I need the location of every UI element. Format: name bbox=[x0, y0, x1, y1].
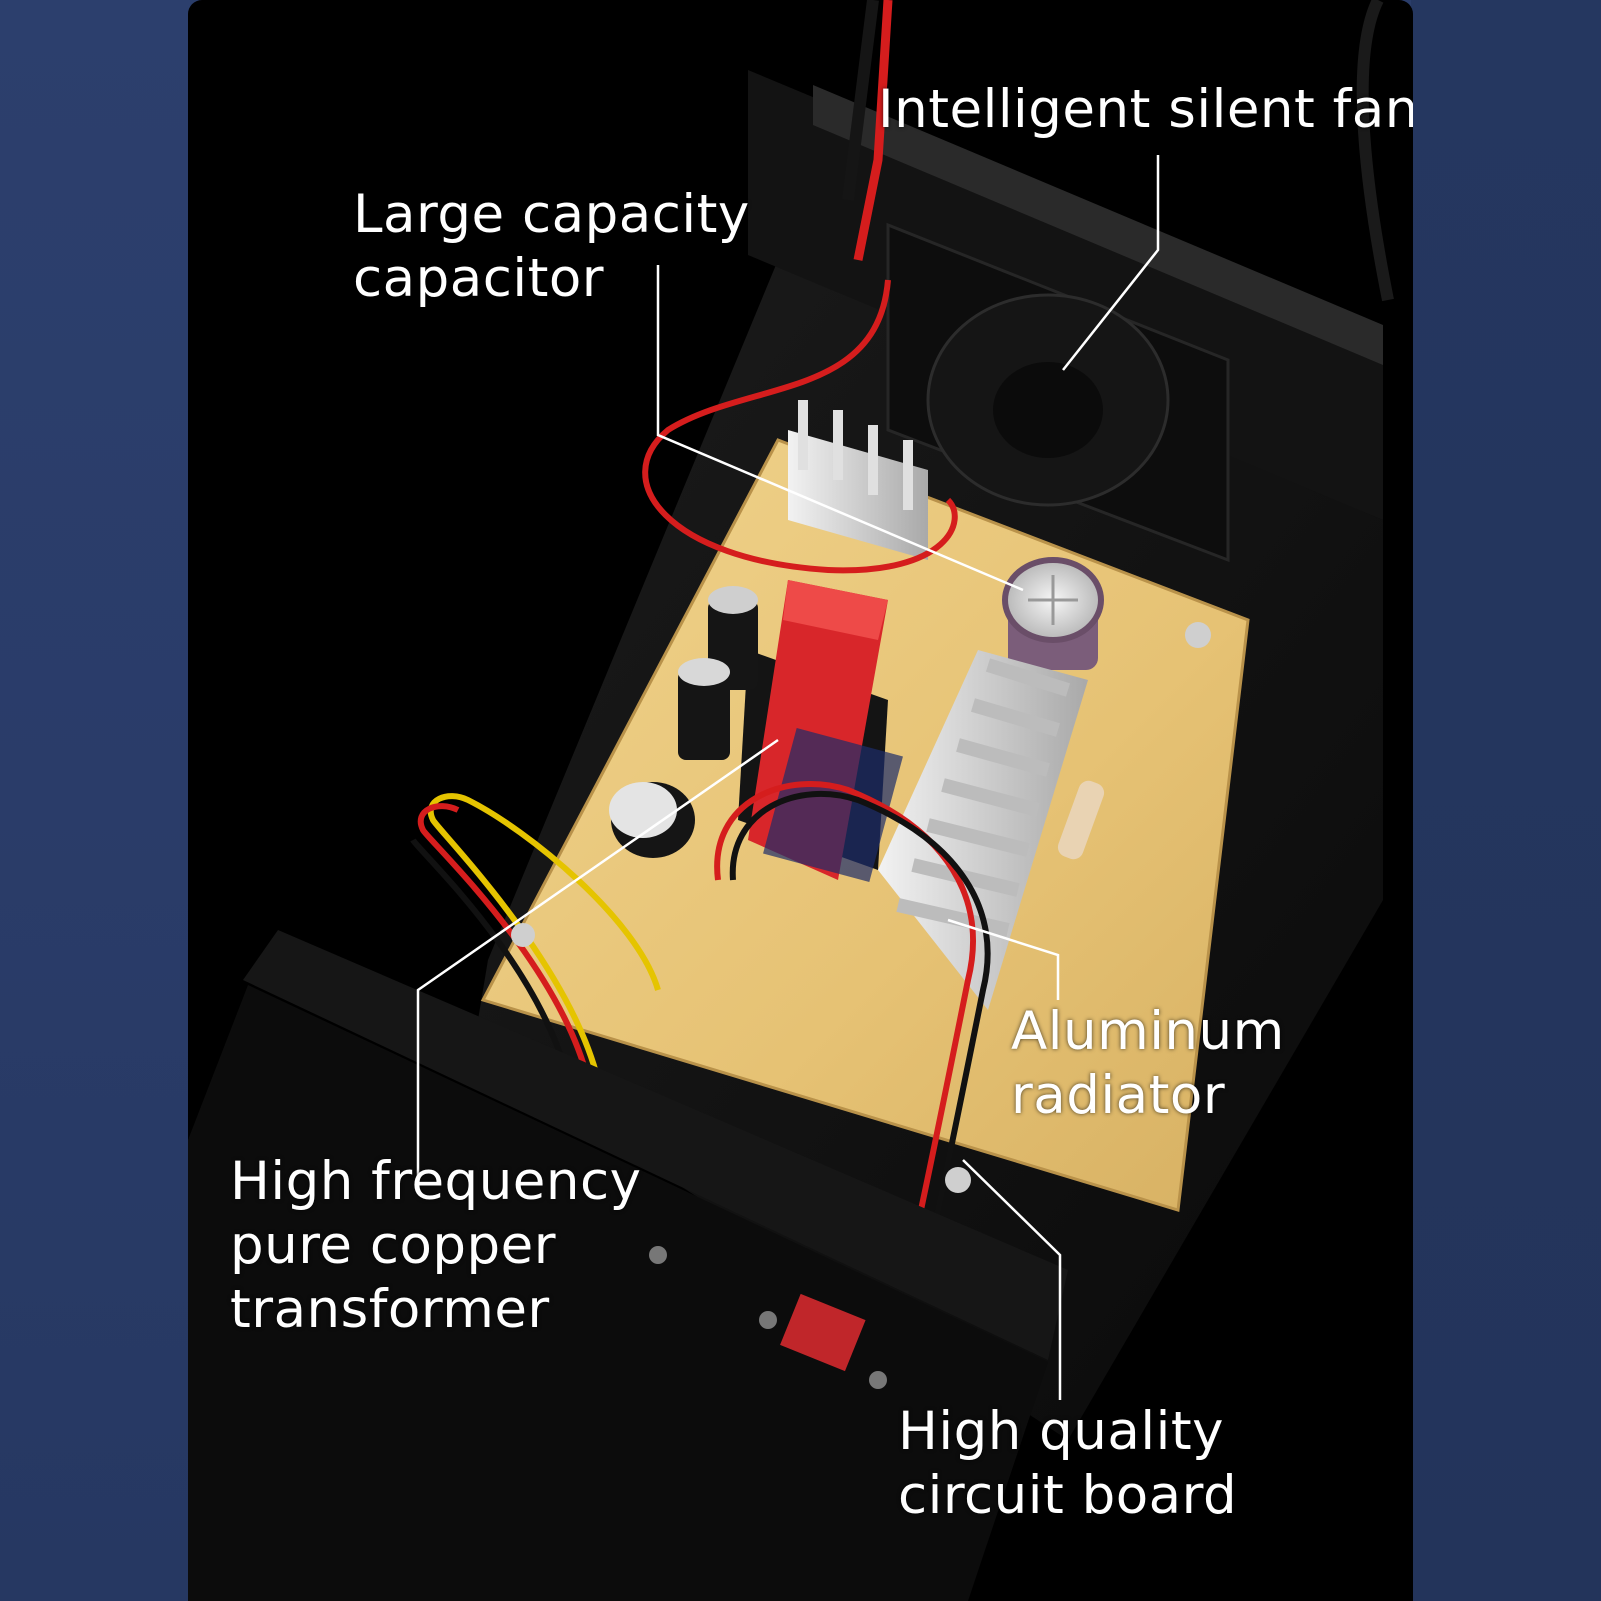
leader-transformer bbox=[416, 738, 779, 1180]
callout-high-quality-circuit-board: High quality circuit board bbox=[898, 1400, 1237, 1528]
callout-leader-lines bbox=[416, 155, 1160, 1400]
callout-high-frequency-transformer: High frequency pure copper transformer bbox=[230, 1150, 642, 1342]
leader-circuit-board bbox=[962, 1159, 1062, 1400]
callout-capacitor-line-2: capacitor bbox=[353, 248, 605, 309]
large-capacitor bbox=[1002, 557, 1104, 670]
leader-fan bbox=[1062, 155, 1160, 371]
small-components bbox=[609, 586, 1105, 860]
callout-circuit-board-line-2: circuit board bbox=[898, 1465, 1238, 1526]
callout-transformer-line-3: transformer bbox=[230, 1279, 550, 1340]
callout-aluminum-radiator: Aluminum radiator bbox=[1011, 1000, 1285, 1128]
callout-transformer-line-1: High frequency bbox=[230, 1151, 642, 1212]
leader-capacitor bbox=[656, 265, 1024, 592]
charger-illustration bbox=[188, 0, 1394, 1601]
small-heatsink bbox=[788, 400, 928, 560]
callout-radiator-line-1: Aluminum bbox=[1011, 1001, 1285, 1062]
callout-fan-line-1: Intelligent silent fan bbox=[878, 79, 1413, 140]
callout-circuit-board-line-1: High quality bbox=[898, 1401, 1224, 1462]
red-loop-wire bbox=[642, 279, 958, 574]
right-background-panel bbox=[1411, 0, 1601, 1601]
callout-transformer-line-2: pure copper bbox=[230, 1215, 557, 1276]
leader-radiator bbox=[947, 918, 1060, 1000]
fan-housing bbox=[748, 70, 1383, 563]
callout-intelligent-silent-fan: Intelligent silent fan bbox=[878, 78, 1413, 142]
transformer bbox=[738, 580, 903, 883]
top-wires bbox=[842, 0, 1394, 302]
charger-photo: Intelligent silent fan Large capacity ca… bbox=[188, 0, 1413, 1601]
callout-capacitor-line-1: Large capacity bbox=[353, 184, 750, 245]
left-background-panel bbox=[0, 0, 190, 1601]
callout-large-capacity-capacitor: Large capacity capacitor bbox=[353, 183, 750, 311]
front-panel bbox=[188, 930, 1068, 1601]
aluminum-radiator bbox=[878, 650, 1088, 1010]
callout-radiator-line-2: radiator bbox=[1011, 1065, 1226, 1126]
screws bbox=[511, 622, 1211, 1193]
